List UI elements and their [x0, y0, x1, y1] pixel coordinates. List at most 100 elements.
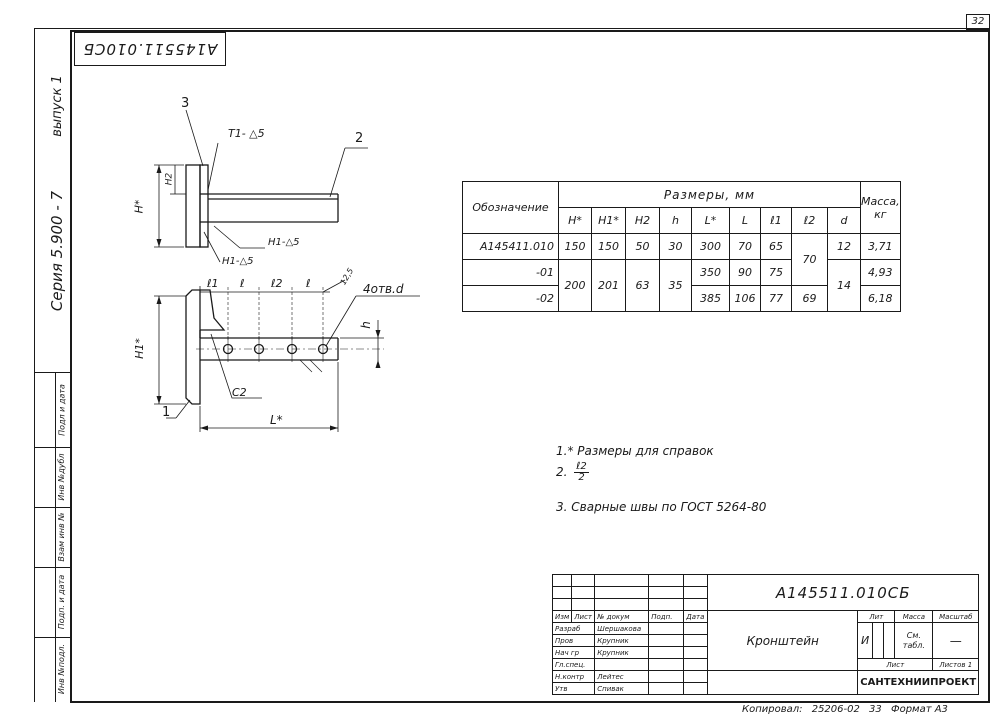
org-name: САНТЕХНИИПРОЕКТ — [857, 670, 980, 695]
dim-h1-star-label: Н1* — [132, 338, 146, 359]
cell-L: 106 — [729, 285, 761, 312]
cell-L-star: 300 — [691, 233, 730, 260]
dim-l2-label: ℓ2 — [271, 277, 283, 290]
margin-cell-sep — [34, 507, 71, 508]
footer-copy-no: 25206-02 — [811, 704, 860, 715]
cell-L-star: 350 — [691, 259, 730, 286]
cell-l2: 70 — [791, 233, 828, 286]
dim-l-label-b: ℓ — [306, 277, 311, 290]
margin-cell-sep — [34, 637, 71, 638]
note-2-frac-bot: 2 — [578, 472, 585, 483]
weld-h1-label-right: Н1-△5 — [268, 237, 300, 248]
role-n-kontr: Н.контр — [551, 670, 596, 683]
col-l2: ℓ2 — [791, 207, 828, 234]
cell-H: 150 — [558, 233, 592, 260]
dim-h2-label: Н2 — [164, 172, 175, 186]
sheet-label: Лист — [857, 658, 934, 671]
name-prov: Крупник — [594, 634, 650, 647]
cell-l2: 69 — [791, 285, 828, 312]
cell-H1: 201 — [591, 259, 626, 312]
title-name: Кронштейн — [707, 610, 859, 671]
cell-l1: 77 — [760, 285, 792, 312]
note-2-prefix: 2. — [556, 465, 568, 479]
cell-H2: 50 — [625, 233, 660, 260]
hdr-podp: Подп. — [648, 610, 685, 623]
hdr-doc: № докум — [594, 610, 650, 623]
role-razrab: Разраб — [551, 622, 596, 635]
cell-d: 14 — [827, 259, 861, 312]
dim-l-label-a: ℓ — [240, 277, 245, 290]
cell-H1: 150 — [591, 233, 626, 260]
dim-h-label: h — [358, 321, 373, 329]
scale-label: Масштаб — [932, 610, 980, 623]
sheet-top-border — [34, 28, 990, 29]
col-L-star: L* — [691, 207, 730, 234]
margin-cell-sep — [34, 447, 71, 448]
mass-label: Масса — [894, 610, 934, 623]
weld-t1-label: Т1- △5 — [228, 127, 265, 140]
name-utv: Спивак — [594, 682, 650, 695]
role-gl-spec: Гл.спец. — [551, 658, 596, 671]
cell-H: 200 — [558, 259, 592, 312]
note-1: 1.* Размеры для справок — [556, 444, 714, 458]
frame-left — [70, 30, 72, 702]
cell-mass: 4,93 — [860, 259, 901, 286]
header-sizes: Размеры, мм — [558, 181, 861, 208]
cell-L: 90 — [729, 259, 761, 286]
bracket-drawing — [154, 109, 420, 432]
title-doc-code: А145511.010СБ — [707, 574, 980, 611]
title-block: А145511.010СБ Изм Лист № докум Подп. Дат… — [551, 574, 980, 695]
dim-l1-label: ℓ1 — [207, 277, 219, 290]
name-nach-gr: Крупник — [594, 646, 650, 659]
col-d: d — [827, 207, 861, 234]
col-h: h — [659, 207, 692, 234]
weld-h1-label-left: Н1-△5 — [222, 256, 254, 267]
note-2: 2. ℓ2 2 — [556, 462, 589, 483]
callout-1: 1 — [162, 405, 171, 420]
header-designation: Обозначение — [462, 181, 559, 234]
table-row: -02 385 106 77 69 6,18 — [462, 285, 901, 312]
holes-label: 4отв.d — [363, 282, 404, 296]
scale-value: — — [932, 622, 980, 659]
name-gl-spec — [594, 658, 650, 671]
callout-2: 2 — [355, 131, 364, 146]
header-mass: Масса, кг — [860, 181, 901, 234]
footer-copy-sheet: 33 — [869, 704, 882, 715]
dimensions-table: Обозначение Размеры, мм Масса, кг Н* Н1*… — [462, 181, 901, 312]
frame-top — [70, 30, 990, 32]
note-2-frac-top: ℓ2 — [574, 461, 589, 473]
sheet-number: 32 — [966, 14, 990, 30]
footer-copied: Копировал: — [742, 704, 803, 715]
note-2-fraction: ℓ2 2 — [574, 462, 589, 483]
cell-H2: 63 — [625, 259, 660, 312]
sheets-label: Листов 1 — [932, 658, 980, 671]
cell-L: 70 — [729, 233, 761, 260]
hdr-data: Дата — [683, 610, 709, 623]
margin-left — [34, 28, 35, 702]
frame-bottom — [70, 701, 990, 703]
lit-value: И — [857, 622, 874, 659]
cell-l1: 75 — [760, 259, 792, 286]
col-H-star: Н* — [558, 207, 592, 234]
plate-top-view — [185, 164, 201, 248]
col-l1: ℓ1 — [760, 207, 792, 234]
col-H2: Н2 — [625, 207, 660, 234]
row-designation: А145411.010 — [462, 233, 559, 260]
plate-front-view — [185, 289, 201, 405]
cell-mass: 6,18 — [860, 285, 901, 312]
role-utv: Утв — [551, 682, 596, 695]
callout-3: 3 — [181, 96, 190, 111]
role-prov: Пров — [551, 634, 596, 647]
lit-label: Лит — [857, 610, 896, 623]
row-designation: -02 — [462, 285, 559, 312]
hdr-list: Лист — [571, 610, 596, 623]
cell-L-star: 385 — [691, 285, 730, 312]
chamfer-label: С2 — [232, 386, 247, 399]
table-row: А145411.010 150 150 50 30 300 70 65 70 1… — [462, 233, 901, 286]
frame-right — [988, 30, 990, 702]
margin-cell-sep — [34, 567, 71, 568]
note-3: 3. Сварные швы по ГОСТ 5264-80 — [556, 500, 767, 514]
margin-cell-sep — [34, 372, 71, 373]
cell-mass: 3,71 — [860, 233, 901, 260]
margin-cell-podp-data-2: Подп. и дата — [57, 574, 66, 630]
